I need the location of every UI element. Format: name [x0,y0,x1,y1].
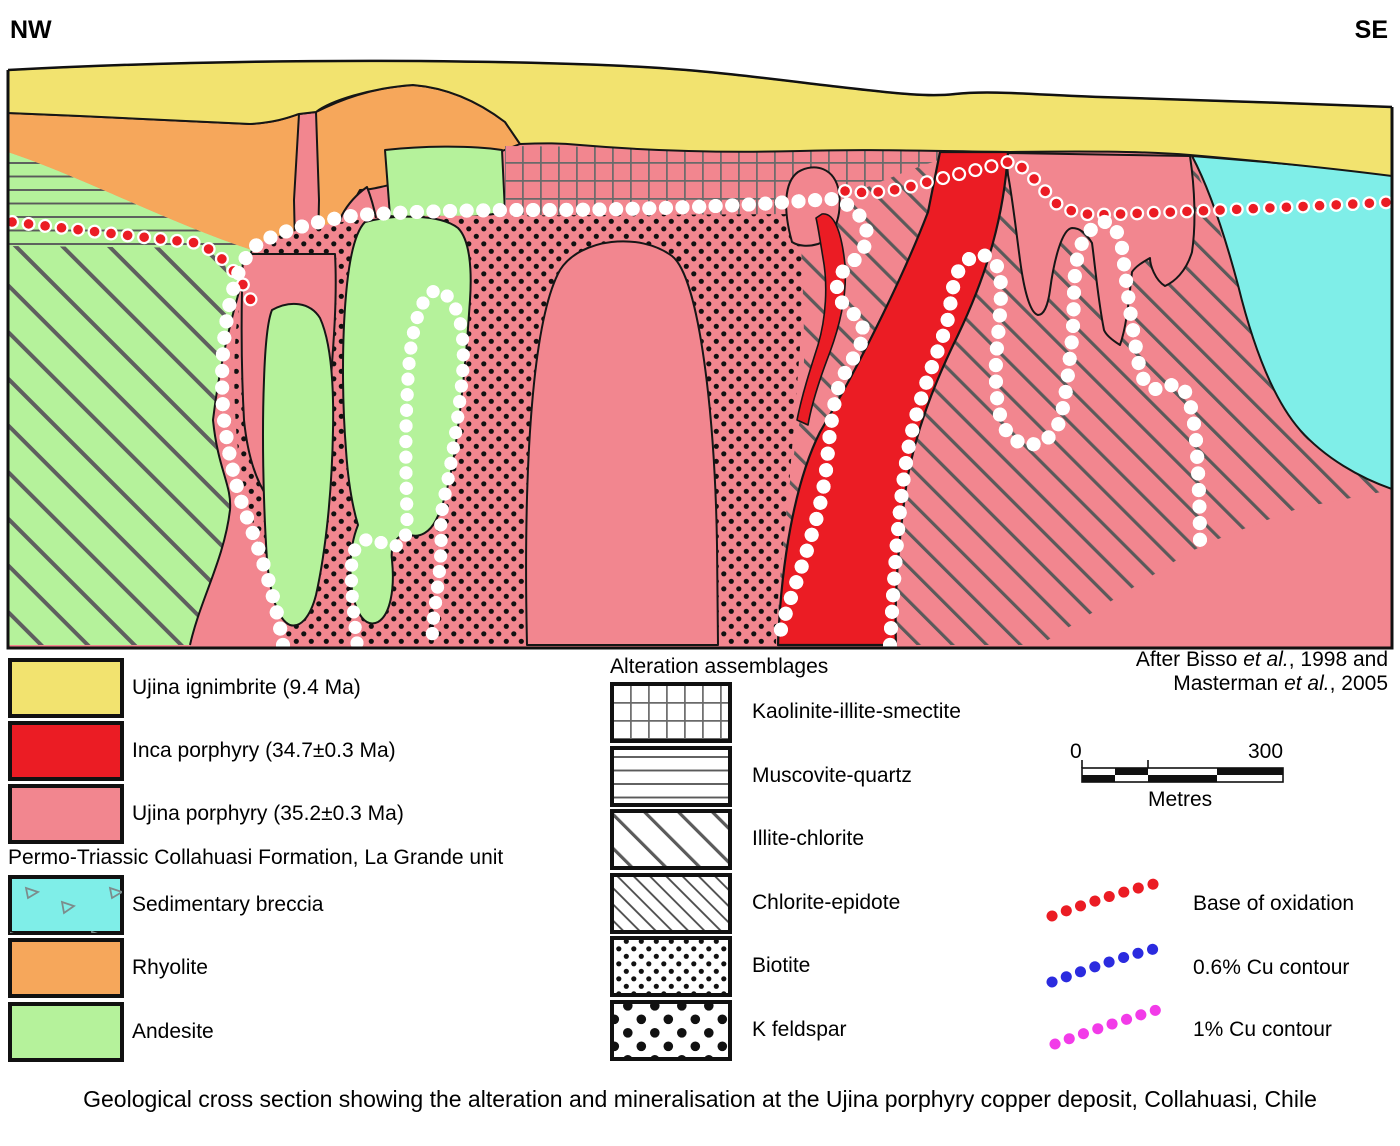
label-cu-1: 1% Cu contour [1193,1018,1332,1041]
label-cu-06: 0.6% Cu contour [1193,956,1350,979]
swatch-breccia-triangles [10,877,122,933]
region-kfeldspar-dome [525,240,719,646]
swatch-inca-porphyry [8,721,124,781]
swatch-ujina-porphyry [8,784,124,844]
figure-caption: Geological cross section showing the alt… [83,1086,1317,1112]
region-sedimentary-breccia [1191,155,1392,490]
swatch-pattern-overlays [614,686,728,1057]
label-ujina-ignimbrite: Ujina ignimbrite (9.4 Ma) [132,676,361,699]
map-border [6,70,1394,650]
formation-note: Permo-Triassic Collahuasi Formation, La … [8,846,504,869]
legend-line-cu-1 [1049,1002,1169,1050]
attribution: After Bisso et al., 1998 and Masterman e… [1135,648,1388,695]
region-andesite [8,152,253,646]
scale-bar [1081,760,1284,783]
label-kaolinite: Kaolinite-illite-smectite [752,700,961,723]
label-rhyolite: Rhyolite [132,956,208,979]
label-inca-porphyry: Inca porphyry (34.7±0.3 Ma) [132,739,396,762]
orientation-nw: NW [10,16,52,44]
orientation-se: SE [1354,16,1388,44]
label-biotite: Biotite [752,954,811,977]
scale-unit: Metres [1148,788,1213,811]
legend-line-base-of-oxidation [1046,876,1168,922]
label-ujina-porphyry: Ujina porphyry (35.2±0.3 Ma) [132,802,404,825]
contour-cu-06 [222,192,1207,648]
swatch-rhyolite [8,938,124,998]
label-sedimentary-breccia: Sedimentary breccia [132,893,324,916]
terrain-line [7,59,1393,109]
legend-line-cu-06 [1046,941,1168,988]
swatch-andesite [8,1002,124,1062]
label-base-of-oxidation: Base of oxidation [1193,892,1355,915]
swatch-ujina-ignimbrite [8,658,124,718]
scale-end: 300 [1248,740,1284,763]
contour-base-of-oxidation [8,154,1392,310]
region-porphyry-plain [1040,490,1392,645]
contour-cu-1 [351,291,463,648]
region-andesite-lobe-a [262,302,335,627]
scale-start: 0 [1070,740,1082,763]
label-chlorite-epidote: Chlorite-epidote [752,891,901,914]
label-kfeldspar: K feldspar [752,1018,847,1041]
alteration-header: Alteration assemblages [610,655,829,678]
label-illite-chlorite: Illite-chlorite [752,827,865,850]
label-andesite: Andesite [132,1020,214,1043]
label-muscovite: Muscovite-quartz [752,764,912,787]
region-andesite-kaolinite [384,145,506,220]
